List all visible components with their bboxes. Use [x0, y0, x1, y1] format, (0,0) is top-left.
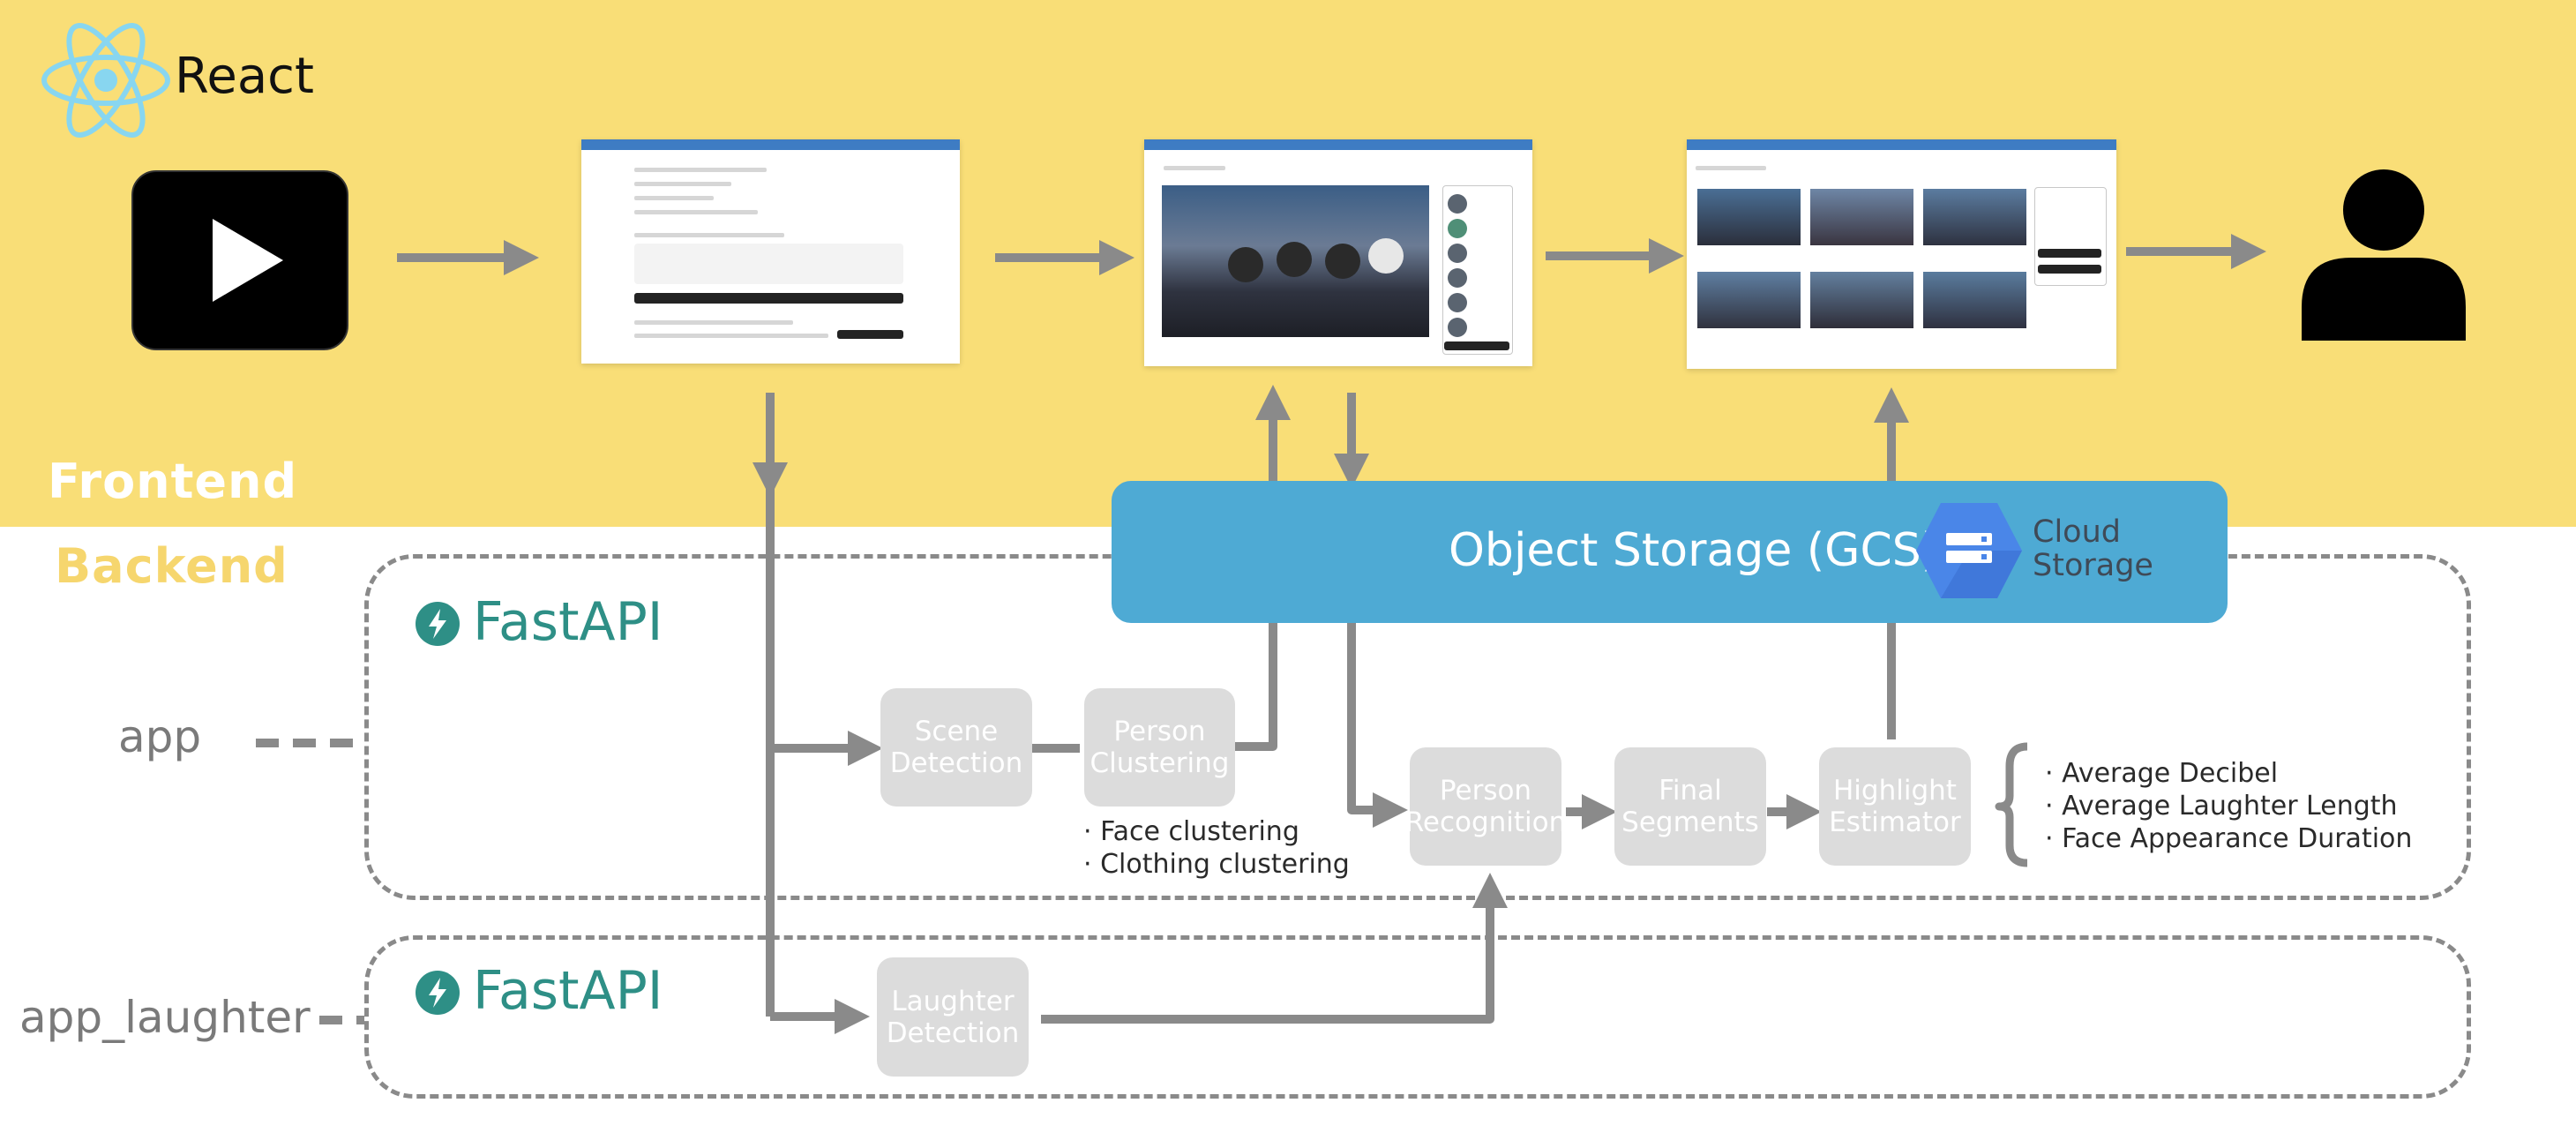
fastapi-label: FastAPI	[473, 591, 663, 653]
note-line: · Average Laughter Length	[2045, 791, 2398, 822]
app-service-label: app	[118, 711, 202, 762]
cloud-storage-logo-icon	[1916, 503, 2022, 598]
video-play-icon	[131, 170, 348, 350]
note-line: · Clothing clustering	[1083, 849, 1350, 880]
person-select-screen-thumbnail	[1144, 139, 1532, 366]
fastapi-logo-icon	[416, 971, 460, 1015]
node-label-line: Highlight	[1833, 775, 1957, 807]
note-line: · Face clustering	[1083, 816, 1299, 847]
user-icon	[2302, 169, 2466, 341]
cloud-storage-label: Cloud Storage	[2033, 515, 2153, 582]
node-label-line: Scene	[914, 716, 999, 747]
object-storage-label: Object Storage (GCS)	[1449, 524, 1940, 577]
fastapi-logo-icon	[416, 602, 460, 646]
note-line: · Average Decibel	[2045, 758, 2279, 789]
node-label-line: Estimator	[1829, 807, 1961, 838]
frontend-title: Frontend	[48, 454, 298, 509]
node-label-line: Segments	[1621, 807, 1759, 838]
node-label-line: Laughter	[891, 985, 1015, 1017]
highlight-notes: · Average Decibel · Average Laughter Len…	[2045, 757, 2412, 855]
react-logo-icon	[41, 22, 170, 138]
upload-screen-thumbnail	[581, 139, 960, 364]
node-label-line: Person	[1439, 775, 1532, 807]
app-laughter-service-label: app_laughter	[19, 992, 311, 1043]
cloud-storage-line2: Storage	[2033, 548, 2153, 583]
object-storage-gcs	[1112, 481, 2228, 623]
backend-title: Backend	[55, 538, 288, 594]
shorts-select-screen-thumbnail	[1687, 139, 2116, 369]
app-laughter-service-box	[364, 935, 2471, 1099]
node-label-line: Clustering	[1090, 747, 1230, 779]
node-label-line: Final	[1659, 775, 1722, 807]
note-line: · Face Appearance Duration	[2045, 823, 2413, 854]
react-label: React	[175, 48, 314, 105]
cloud-storage-line1: Cloud	[2033, 514, 2121, 550]
node-label-line: Detection	[889, 747, 1023, 779]
node-label-line: Person	[1113, 716, 1206, 747]
fastapi-label: FastAPI	[473, 960, 663, 1022]
node-label-line: Detection	[886, 1017, 1020, 1049]
node-label-line: Recognition	[1404, 807, 1567, 838]
clustering-notes: · Face clustering · Clothing clustering	[1083, 815, 1350, 881]
